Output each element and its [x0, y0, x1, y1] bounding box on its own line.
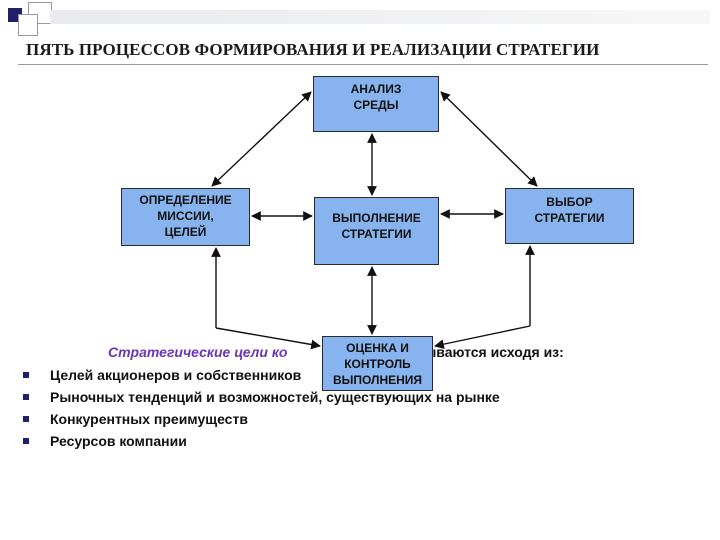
arrow-choice-control	[434, 325, 531, 349]
goals-intro: Стратегические цели ко тываются исходя из…	[108, 344, 564, 360]
list-item: Рыночных тенденций и возможностей, сущес…	[22, 386, 500, 408]
list-item-text: Рыночных тенденций и возможностей, сущес…	[50, 389, 500, 405]
box-strategy-choice: ВЫБОР СТРАТЕГИИ	[505, 188, 634, 244]
decor-band	[50, 10, 710, 24]
list-item: Ресурсов компании	[22, 430, 500, 452]
box-mission-goals: ОПРЕДЕЛЕНИЕ МИССИИ, ЦЕЛЕЙ	[121, 188, 250, 246]
list-item-text: Целей акционеров и собственников	[50, 367, 302, 383]
goals-intro-italic: Стратегические цели ко	[108, 344, 288, 360]
arrow-mission-control	[215, 327, 321, 350]
goals-intro-rest: тываются исходя из:	[417, 344, 564, 360]
arrow-mission-analysis	[211, 91, 312, 187]
bullet-square-icon	[23, 438, 29, 444]
list-item-text: Конкурентных преимуществ	[50, 411, 248, 427]
box-evaluation-control: ОЦЕНКА И КОНТРОЛЬ ВЫПОЛНЕНИЯ	[322, 336, 433, 391]
box-environment-analysis: АНАЛИЗ СРЕДЫ	[313, 76, 439, 132]
bullet-list: Целей акционеров и собственников Рыночны…	[22, 364, 500, 452]
page-title: ПЯТЬ ПРОЦЕССОВ ФОРМИРОВАНИЯ И РЕАЛИЗАЦИИ…	[26, 40, 600, 59]
list-item-text: Ресурсов компании	[50, 433, 187, 449]
list-item: Конкурентных преимуществ	[22, 408, 500, 430]
bullet-square-icon	[23, 372, 29, 378]
list-item: Целей акционеров и собственников	[22, 364, 500, 386]
bullet-square-icon	[23, 416, 29, 422]
arrow-analysis-choice	[440, 91, 538, 187]
bullet-square-icon	[23, 394, 29, 400]
decor-square	[18, 14, 38, 36]
box-strategy-execution: ВЫПОЛНЕНИЕ СТРАТЕГИИ	[314, 197, 439, 265]
title-divider	[18, 64, 708, 65]
